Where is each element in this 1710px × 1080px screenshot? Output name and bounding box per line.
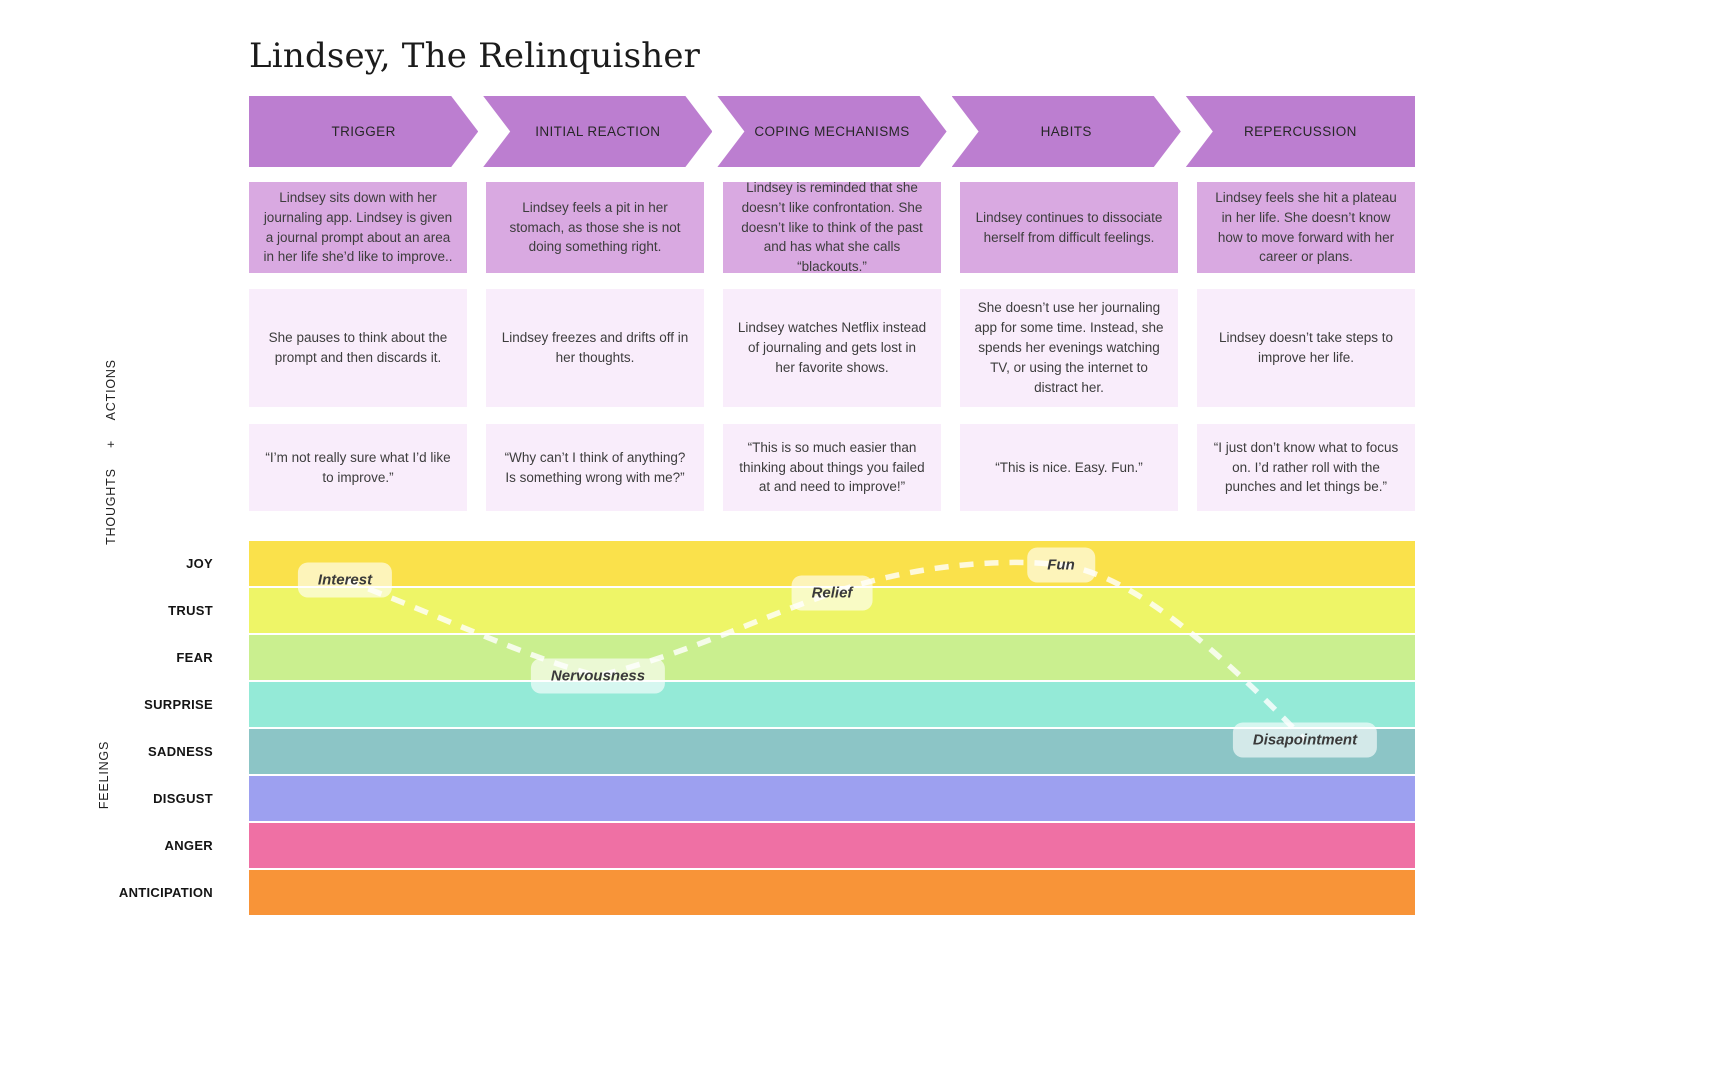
actions-card-row: She pauses to think about the prompt and… (249, 289, 1415, 407)
situation-card: Lindsey is reminded that she doesn’t lik… (723, 180, 941, 274)
stage-label: COPING MECHANISMS (754, 124, 910, 139)
feeling-band-fear (249, 635, 1415, 680)
situation-card-row: Lindsey sits down with her journaling ap… (249, 180, 1415, 274)
thought-card: “This is nice. Easy. Fun.” (960, 424, 1178, 511)
emotion-chip-interest: Interest (297, 562, 393, 598)
stage-chevron-habits: HABITS (952, 96, 1181, 167)
stage-header-row: TRIGGER INITIAL REACTION COPING MECHANIS… (249, 96, 1416, 167)
stage-chevron-repercussion: REPERCUSSION (1185, 96, 1416, 167)
feeling-label-disgust: DISGUST (153, 791, 213, 806)
stage-chevron-coping-mechanisms: COPING MECHANISMS (717, 96, 946, 167)
stage-chevron-initial-reaction: INITIAL REACTION (483, 96, 712, 167)
thought-card: “I just don’t know what to focus on. I’d… (1197, 424, 1415, 511)
emotion-chip-nervousness: Nervousness (530, 658, 666, 694)
feelings-chart: Interest Nervousness Relief Fun Disapoin… (249, 541, 1415, 915)
feeling-band-anticipation (249, 870, 1415, 915)
action-card: She doesn’t use her journaling app for s… (960, 289, 1178, 407)
emotion-chip-fun: Fun (1027, 547, 1095, 583)
action-card: Lindsey freezes and drifts off in her th… (486, 289, 704, 407)
feeling-label-sadness: SADNESS (148, 744, 213, 759)
feeling-band-disgust (249, 776, 1415, 821)
stage-label: REPERCUSSION (1244, 124, 1357, 139)
thought-card: “Why can’t I think of anything? Is somet… (486, 424, 704, 511)
situation-card: Lindsey feels a pit in her stomach, as t… (486, 182, 704, 273)
situation-card: Lindsey continues to dissociate herself … (960, 182, 1178, 273)
thought-card: “I’m not really sure what I’d like to im… (249, 424, 467, 511)
stage-label: INITIAL REACTION (535, 124, 661, 139)
feeling-label-surprise: SURPRISE (144, 697, 213, 712)
action-card: She pauses to think about the prompt and… (249, 289, 467, 407)
stage-label: HABITS (1040, 124, 1092, 139)
page-title: Lindsey, The Relinquisher (249, 36, 701, 76)
thoughts-card-row: “I’m not really sure what I’d like to im… (249, 424, 1415, 511)
action-card: Lindsey doesn’t take steps to improve he… (1197, 289, 1415, 407)
feelings-label-column: JOY TRUST FEAR SURPRISE SADNESS DISGUST … (60, 541, 213, 915)
stage-chevron-trigger: TRIGGER (249, 96, 478, 167)
feeling-label-anticipation: ANTICIPATION (118, 885, 213, 900)
feeling-label-anger: ANGER (164, 838, 213, 853)
feeling-label-joy: JOY (186, 556, 213, 571)
feeling-band-anger (249, 823, 1415, 868)
situation-card: Lindsey feels she hit a plateau in her l… (1197, 182, 1415, 273)
feeling-band-surprise (249, 682, 1415, 727)
feeling-label-trust: TRUST (168, 603, 213, 618)
situation-card: Lindsey sits down with her journaling ap… (249, 182, 467, 273)
thought-card: “This is so much easier than thinking ab… (723, 424, 941, 511)
emotion-chip-disapointment: Disapointment (1232, 722, 1378, 758)
feeling-label-fear: FEAR (176, 650, 213, 665)
action-card: Lindsey watches Netflix instead of journ… (723, 289, 941, 407)
stage-label: TRIGGER (331, 124, 396, 139)
emotion-chip-relief: Relief (791, 575, 873, 611)
